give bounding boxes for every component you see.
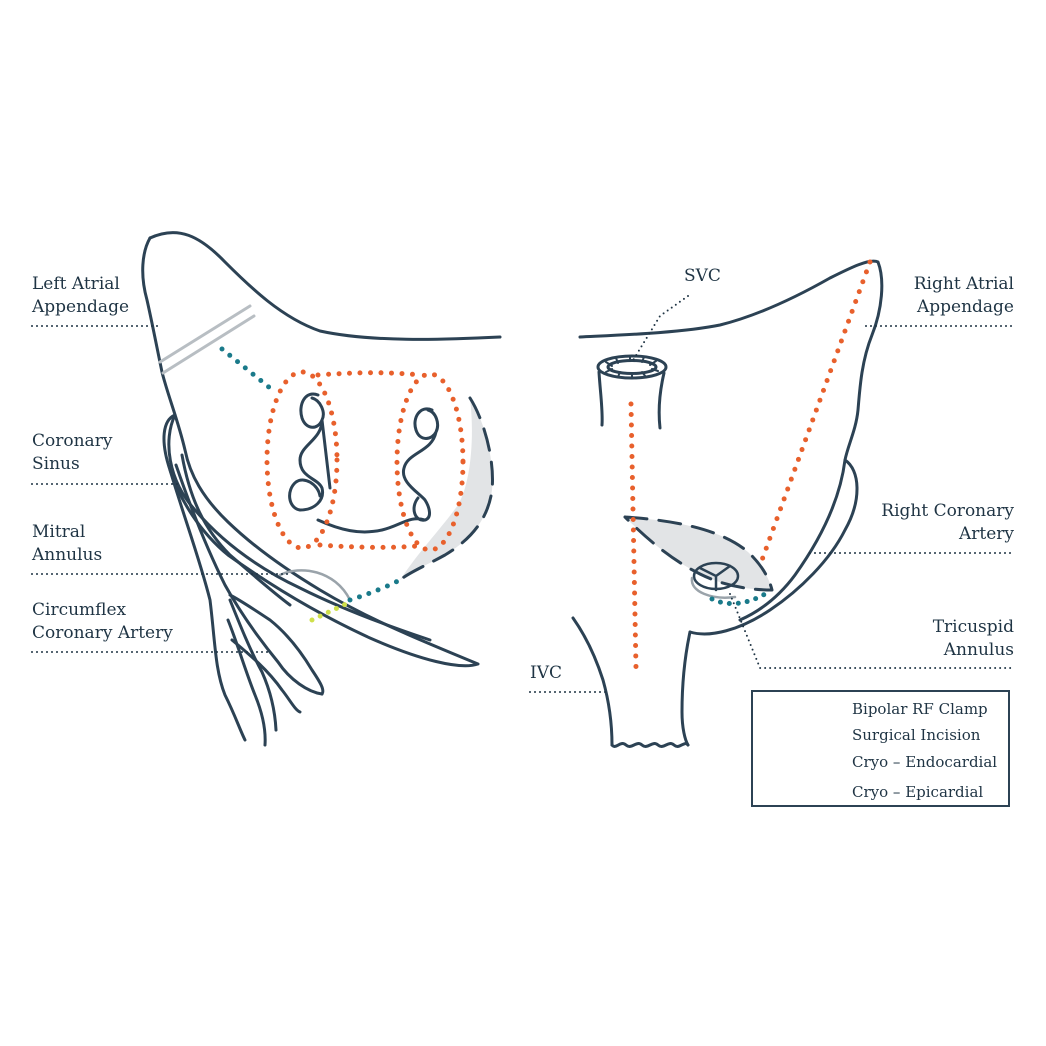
- cryo-endo-laa-line: [219, 346, 273, 391]
- circumflex-branch-2: [174, 463, 324, 696]
- label-rca-line1: Right Coronary: [881, 501, 1014, 521]
- coronary-sinus-outline: [167, 413, 432, 642]
- svc-ring-hatches: [605, 355, 659, 379]
- appendage-ligation-lines: [158, 304, 256, 375]
- label-circumflex-coronary-artery: Circumflex Coronary Artery: [32, 599, 173, 645]
- cryo-endo-mitral-line: [347, 577, 403, 603]
- label-tricuspid-annulus: Tricuspid Annulus: [933, 616, 1014, 662]
- ivc-wall-left: [571, 616, 614, 747]
- rf-clamp-svc-ivc-line: [628, 401, 639, 671]
- legend-label-cryo-endocardial: Cryo – Endocardial: [852, 753, 998, 771]
- left-surgical-incision: [398, 396, 494, 582]
- right-incision-region: [625, 517, 772, 590]
- legend: [751, 690, 1010, 807]
- label-svc: SVC: [684, 266, 721, 286]
- label-mitral-annulus: Mitral Annulus: [32, 521, 102, 567]
- rf-clamp-raa-line: [759, 259, 873, 563]
- label-coronary-sinus: Coronary Sinus: [32, 430, 112, 476]
- label-mitral-annulus-line1: Mitral: [32, 522, 86, 542]
- left-atrium-left-wall: [141, 236, 480, 668]
- label-raa-line1: Right Atrial: [913, 274, 1014, 294]
- label-tricuspid-line1: Tricuspid: [932, 617, 1014, 637]
- right-atrium-top-wall: [578, 259, 884, 636]
- label-left-atrial-appendage-line2: Appendage: [32, 297, 130, 317]
- left-atrium: [141, 231, 502, 747]
- circumflex-branch-1: [168, 468, 247, 742]
- svc-ring-inner: [606, 359, 658, 375]
- left-atrial-appendage-outline: [148, 231, 502, 341]
- legend-label-bipolar-rf-clamp: Bipolar RF Clamp: [852, 700, 988, 718]
- cryo-endo-tricuspid-line: [709, 591, 768, 607]
- label-ivc: IVC: [530, 663, 562, 683]
- label-right-atrial-appendage: Right Atrial Appendage: [914, 273, 1014, 319]
- label-circumflex-line2: Coronary Artery: [32, 623, 173, 643]
- tricuspid-valve: [690, 561, 740, 599]
- rf-clamp-right-pv-isolation: [394, 371, 466, 553]
- label-right-coronary-artery: Right Coronary Artery: [881, 500, 1014, 546]
- label-rca-line2: Artery: [958, 524, 1014, 544]
- rf-clamp-floor-line: [317, 542, 421, 550]
- left-pulmonary-veins: [288, 392, 332, 512]
- circumflex-branch-5: [226, 618, 267, 747]
- leader-tricuspid: [729, 593, 1015, 669]
- label-mitral-annulus-line2: Annulus: [32, 545, 103, 565]
- label-coronary-sinus-line1: Coronary: [32, 431, 113, 451]
- right-atrium: [571, 259, 884, 748]
- svc-wall-right: [657, 371, 666, 430]
- right-pulmonary-veins: [316, 407, 440, 534]
- label-left-atrial-appendage: Left Atrial Appendage: [32, 273, 129, 319]
- ivc-wall-right: [680, 630, 692, 747]
- right-coronary-artery-outline: [738, 458, 847, 622]
- label-left-atrial-appendage-line1: Left Atrial: [32, 274, 120, 294]
- right-surgical-incision: [623, 515, 774, 592]
- leader-svc: [631, 295, 689, 363]
- rf-clamp-left-pv-isolation: [264, 369, 340, 551]
- mitral-annulus-arc: [278, 569, 352, 602]
- circumflex-branch-4: [228, 598, 278, 732]
- legend-label-surgical-incision: Surgical Incision: [852, 726, 981, 744]
- rf-clamp-roof-line: [315, 370, 423, 378]
- mitral-annulus-inner: [180, 453, 292, 607]
- label-raa-line2: Appendage: [916, 297, 1014, 317]
- cryo-epi-coronary-sinus-line: [309, 599, 353, 623]
- label-circumflex-line1: Circumflex: [32, 600, 127, 620]
- legend-label-cryo-epicardial: Cryo – Epicardial: [852, 783, 984, 801]
- svc-wall-left: [597, 370, 604, 427]
- label-coronary-sinus-line2: Sinus: [32, 454, 80, 474]
- ivc-bottom-edge: [610, 742, 690, 748]
- label-tricuspid-line2: Annulus: [943, 640, 1014, 660]
- circumflex-branch-3: [228, 593, 325, 696]
